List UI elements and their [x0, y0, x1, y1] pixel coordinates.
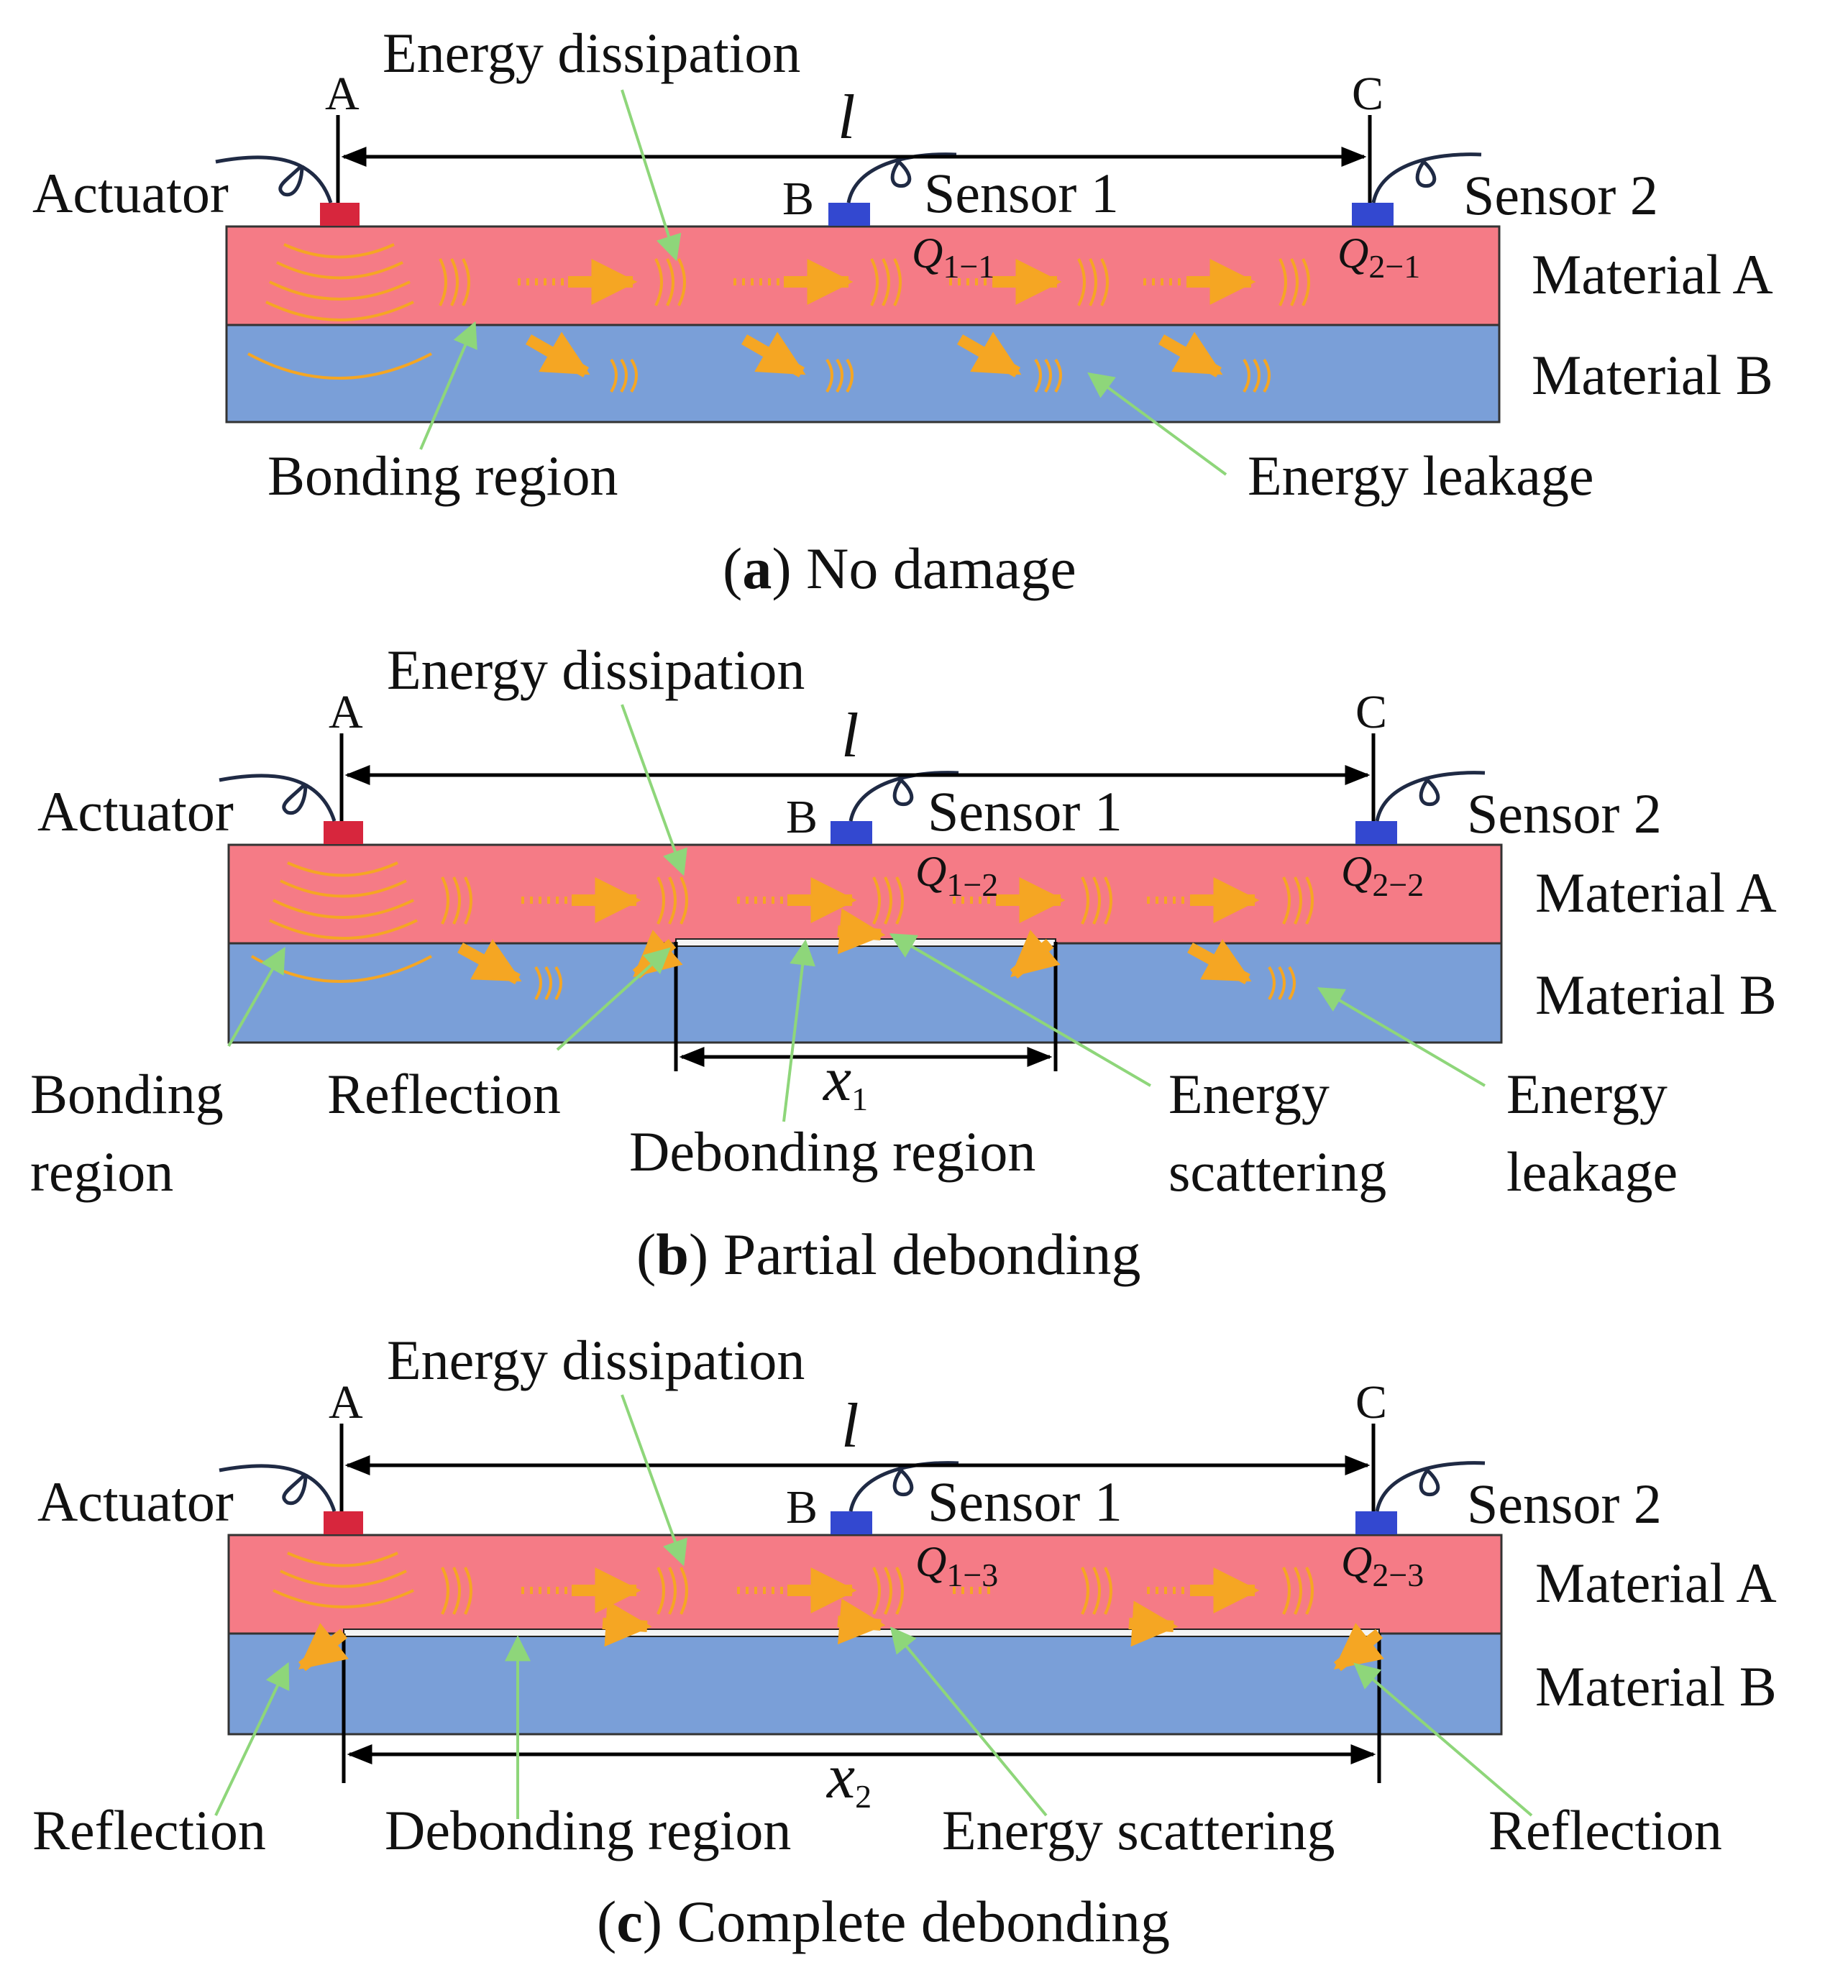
sensor2-label: Sensor 2 — [1467, 782, 1662, 845]
point-b-label: B — [786, 1481, 818, 1534]
point-b-label: B — [786, 791, 818, 843]
q2-label: Q2−3 — [1341, 1538, 1424, 1593]
point-a-label: A — [329, 686, 363, 738]
sensor1-label: Sensor 1 — [928, 1470, 1122, 1533]
material-b-label: Material B — [1532, 344, 1773, 406]
pointer-arrows — [419, 89, 1227, 476]
point-a-label: A — [325, 68, 360, 120]
arrow-icon — [298, 1567, 1385, 1672]
actuator-label: Actuator — [32, 162, 229, 224]
sensor1-label: Sensor 1 — [924, 162, 1119, 224]
reflection-label: Reflection — [327, 1063, 561, 1125]
panel-a: Energy dissipation A C l Actuator B Sens… — [32, 22, 1773, 601]
sensor2-wire — [1375, 1461, 1486, 1512]
arrow-icon — [457, 877, 1260, 985]
caption-b: (b) Partial debonding — [636, 1222, 1140, 1287]
wave-icon — [273, 1552, 1314, 1615]
q2-label: Q2−2 — [1341, 848, 1424, 903]
point-c-label: C — [1352, 68, 1383, 120]
actuator-label: Actuator — [37, 1470, 234, 1533]
sensor1-label: Sensor 1 — [928, 780, 1122, 843]
point-c-label: C — [1355, 686, 1387, 738]
x1-label: x1 — [822, 1045, 868, 1117]
point-b-label: B — [782, 173, 814, 225]
energy-dissipation-label: Energy dissipation — [383, 22, 800, 84]
q1-label: Q1−2 — [915, 848, 998, 903]
point-a-label: A — [329, 1376, 363, 1429]
material-b-layer — [227, 1632, 1503, 1736]
material-b-layer — [225, 324, 1501, 423]
material-b-label: Material B — [1535, 963, 1777, 1026]
actuator-label: Actuator — [37, 780, 234, 843]
energy-leakage-label: Energy leakage — [1248, 444, 1593, 507]
sensor2-label: Sensor 2 — [1463, 164, 1658, 226]
bonding-region-label: Bonding region — [267, 444, 618, 507]
q1-label: Q1−3 — [915, 1538, 998, 1593]
x2-label: x2 — [825, 1742, 872, 1815]
actuator-icon — [324, 1511, 363, 1534]
debonding-gap — [343, 1629, 1380, 1637]
reflection-left-label: Reflection — [32, 1799, 266, 1861]
material-b-label: Material B — [1535, 1655, 1777, 1718]
sensor-icon — [1352, 203, 1394, 226]
panel-b: Energy dissipation A C l Actuator B Sens… — [30, 638, 1777, 1287]
actuator-icon — [324, 821, 363, 844]
point-c-label: C — [1355, 1376, 1387, 1429]
actuator-icon — [320, 203, 360, 226]
arrow-icon — [526, 259, 1256, 377]
material-b-layer — [227, 942, 1503, 1044]
sensor-icon — [828, 203, 870, 226]
length-label: l — [838, 83, 855, 152]
energy-dissipation-label: Energy dissipation — [387, 638, 805, 701]
length-label: l — [841, 701, 859, 771]
energy-dissipation-label: Energy dissipation — [387, 1329, 805, 1391]
sensor-icon — [1355, 1511, 1397, 1534]
debonding-gap — [675, 938, 1056, 947]
sensor2-label: Sensor 2 — [1467, 1472, 1662, 1535]
panel-c: Energy dissipation A C l Actuator B Sens… — [32, 1329, 1777, 1954]
caption-a: (a) No damage — [723, 536, 1076, 601]
material-a-label: Material A — [1532, 243, 1773, 306]
material-a-layer — [225, 225, 1501, 326]
sensor2-wire — [1371, 152, 1482, 203]
wave-icon — [247, 243, 1310, 393]
reflection-right-label: Reflection — [1488, 1799, 1722, 1861]
material-a-label: Material A — [1535, 1552, 1777, 1614]
energy-scattering-label: Energy scattering — [942, 1799, 1335, 1861]
caption-c: (c) Complete debonding — [597, 1889, 1170, 1954]
actuator-wire — [215, 155, 333, 203]
q1-label: Q1−1 — [912, 229, 994, 285]
sensor-icon — [831, 1511, 872, 1534]
pointer-arrows — [227, 704, 1486, 1122]
material-a-label: Material A — [1535, 861, 1777, 924]
actuator-wire — [219, 774, 337, 822]
wave-icon — [250, 861, 1314, 1001]
actuator-wire — [219, 1464, 337, 1512]
pointer-arrows — [214, 1394, 1533, 1819]
sensor-icon — [831, 821, 872, 844]
length-label: l — [841, 1391, 859, 1461]
sensor-icon — [1355, 821, 1397, 844]
q2-label: Q2−1 — [1337, 229, 1420, 285]
debonding-region-label: Debonding region — [629, 1120, 1035, 1183]
debonding-region-label: Debonding region — [385, 1799, 791, 1861]
sensor2-wire — [1375, 771, 1486, 822]
